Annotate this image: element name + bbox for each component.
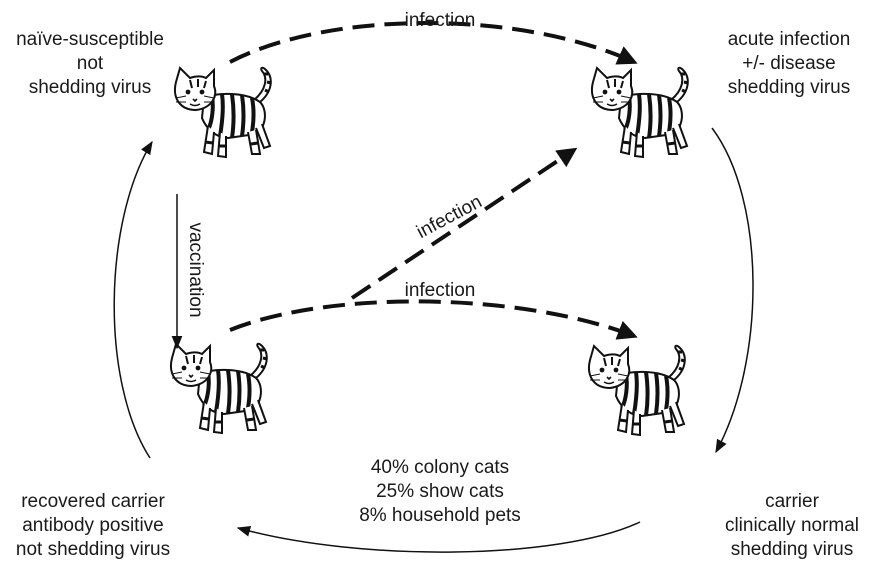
acute-line3: shedding virus [706,76,872,100]
naive-line3: shedding virus [0,76,180,100]
acute-to-carrier-arrow [712,128,753,452]
prevalence-line1: 40% colony cats [330,456,550,480]
naive-line2: not [0,52,180,76]
state-label-recovered: recovered carrier antibody positive not … [0,490,186,562]
carrier-line2: clinically normal [712,514,872,538]
cat-icon-recovered [171,344,267,433]
recovered-line2: antibody positive [0,514,186,538]
infection-arrow-bottom [230,301,634,336]
carrier-line3: shedding virus [712,538,872,562]
prevalence-line2: 25% show cats [330,480,550,504]
state-label-naive: naïve-susceptible not shedding virus [0,28,180,100]
infection-label-bottom: infection [405,280,476,301]
prevalence-note: 40% colony cats 25% show cats 8% househo… [330,456,550,528]
prevalence-line3: 8% household pets [330,504,550,528]
cat-icon-carrier [589,346,685,435]
naive-line1: naïve-susceptible [0,28,180,52]
acute-line2: +/- disease [706,52,872,76]
infection-arrow-diagonal [352,150,574,298]
state-label-acute: acute infection +/- disease shedding vir… [706,28,872,100]
recovered-line3: not shedding virus [0,538,186,562]
carrier-line1: carrier [712,490,872,514]
recovered-line1: recovered carrier [0,490,186,514]
cat-icon-naive [175,68,271,157]
cat-icon-acute [592,68,688,157]
state-label-carrier: carrier clinically normal shedding virus [712,490,872,562]
acute-line1: acute infection [706,28,872,52]
infection-label-top: infection [405,10,476,31]
vaccination-label: vaccination [185,222,206,317]
return-arrow-left [114,142,152,458]
